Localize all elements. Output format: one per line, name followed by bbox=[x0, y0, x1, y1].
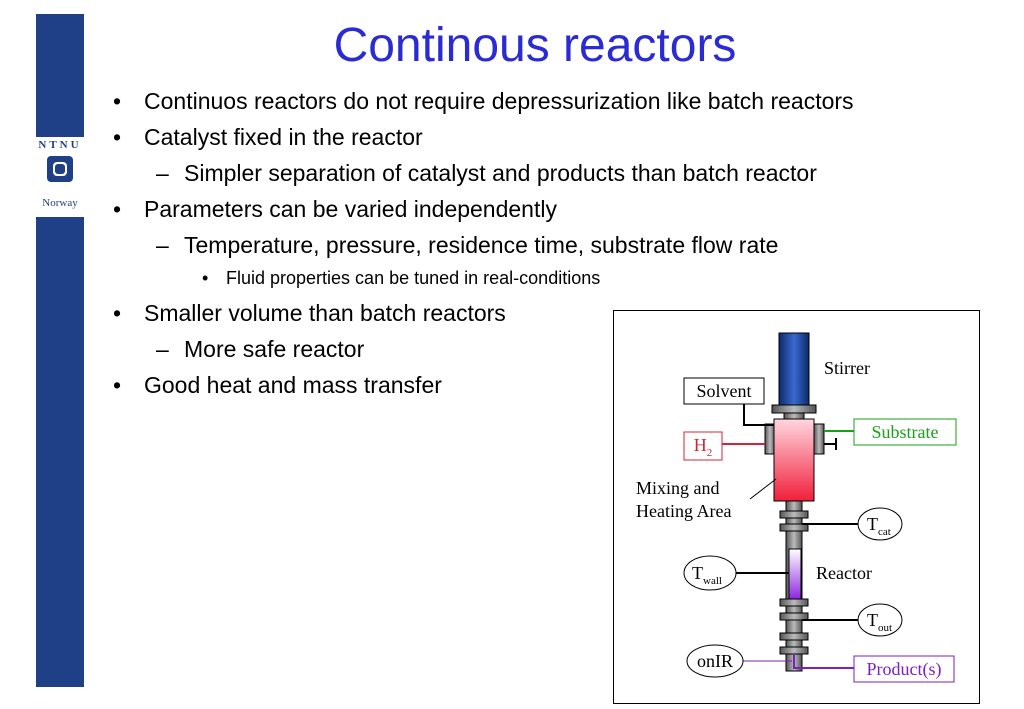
bullet-marker: • bbox=[113, 196, 122, 222]
twall-sensor bbox=[683, 555, 737, 591]
solvent-box bbox=[683, 377, 765, 405]
products-label: Product(s) bbox=[867, 659, 942, 680]
h2-box bbox=[683, 431, 723, 461]
logo-text-bottom: Norway bbox=[42, 197, 78, 209]
flange bbox=[779, 523, 809, 532]
bullet-text: Smaller volume than batch reactors bbox=[144, 300, 506, 326]
bullet-marker: – bbox=[156, 336, 169, 362]
substrate-box bbox=[853, 418, 957, 446]
flange bbox=[779, 646, 809, 655]
onir-label: onIR bbox=[697, 651, 733, 671]
bullet-marker: • bbox=[113, 372, 122, 398]
tcat-label: Tcat bbox=[867, 514, 891, 538]
twall-label: Twall bbox=[692, 563, 722, 587]
solvent-line bbox=[743, 403, 774, 426]
bullet-text: Simpler separation of catalyst and produ… bbox=[184, 160, 817, 186]
bullet-list: • Continuos reactors do not require depr… bbox=[110, 86, 890, 406]
mixing-pointer bbox=[749, 478, 777, 500]
left-brand-bar bbox=[36, 14, 84, 687]
sub-bullet-item: – Simpler separation of catalyst and pro… bbox=[110, 158, 890, 188]
bullet-text: Temperature, pressure, residence time, s… bbox=[184, 232, 779, 258]
bullet-marker: • bbox=[113, 300, 122, 326]
ntnu-logo: NTNU Norway bbox=[36, 137, 84, 217]
reactor-section bbox=[788, 548, 802, 602]
tcat-sensor bbox=[857, 507, 903, 541]
sub-sub-bullet-item: • Fluid properties can be tuned in real-… bbox=[110, 266, 606, 290]
tout-sensor bbox=[857, 603, 903, 637]
right-fitting bbox=[813, 423, 825, 455]
mixing-heating-area bbox=[773, 418, 815, 502]
bullet-text: Good heat and mass transfer bbox=[144, 372, 442, 398]
heating-label: Heating Area bbox=[636, 501, 731, 521]
bullet-text: Catalyst fixed in the reactor bbox=[144, 124, 423, 150]
h2-label: H2 bbox=[694, 435, 713, 459]
bullet-marker: – bbox=[156, 160, 169, 186]
bullet-text: Parameters can be varied independently bbox=[144, 196, 557, 222]
products-line bbox=[793, 654, 854, 669]
bullet-item: • Continuos reactors do not require depr… bbox=[110, 86, 890, 116]
solvent-label: Solvent bbox=[696, 381, 751, 401]
sub-bullet-item: – Temperature, pressure, residence time,… bbox=[110, 230, 890, 260]
logo-mark-icon bbox=[47, 156, 73, 182]
bullet-marker: • bbox=[202, 268, 209, 288]
bullet-text: More safe reactor bbox=[184, 336, 365, 362]
flange bbox=[779, 510, 809, 519]
reactor-diagram: Stirrer Solvent H2 Substrate Mixing and … bbox=[613, 310, 980, 704]
stirrer-label: Stirrer bbox=[824, 358, 870, 378]
bullet-item: • Good heat and mass transfer bbox=[110, 370, 890, 400]
bullet-marker: • bbox=[113, 88, 122, 114]
bullet-text: Fluid properties can be tuned in real-co… bbox=[226, 268, 601, 288]
bullet-text: Continuos reactors do not require depres… bbox=[144, 88, 854, 114]
stirrer-motor bbox=[778, 332, 810, 406]
reactor-label: Reactor bbox=[816, 563, 872, 583]
tout-label: Tout bbox=[867, 610, 892, 634]
substrate-label: Substrate bbox=[872, 422, 939, 442]
onir-sensor bbox=[686, 644, 744, 678]
flange bbox=[779, 612, 809, 621]
bullet-item: • Parameters can be varied independently bbox=[110, 194, 890, 224]
flange bbox=[779, 632, 809, 641]
flange bbox=[771, 404, 817, 414]
flange bbox=[779, 598, 809, 607]
sub-bullet-item: – More safe reactor bbox=[110, 334, 890, 364]
bullet-marker: • bbox=[113, 124, 122, 150]
bullet-marker: – bbox=[156, 232, 169, 258]
mixing-label: Mixing and bbox=[636, 478, 720, 498]
products-box bbox=[853, 655, 955, 683]
slide-title: Continous reactors bbox=[333, 19, 737, 72]
reactor-diagram-svg: Stirrer Solvent H2 Substrate Mixing and … bbox=[636, 332, 957, 683]
logo-text-top: NTNU bbox=[38, 139, 82, 151]
bullet-item: • Smaller volume than batch reactors bbox=[110, 298, 890, 328]
bullet-item: • Catalyst fixed in the reactor bbox=[110, 122, 890, 152]
